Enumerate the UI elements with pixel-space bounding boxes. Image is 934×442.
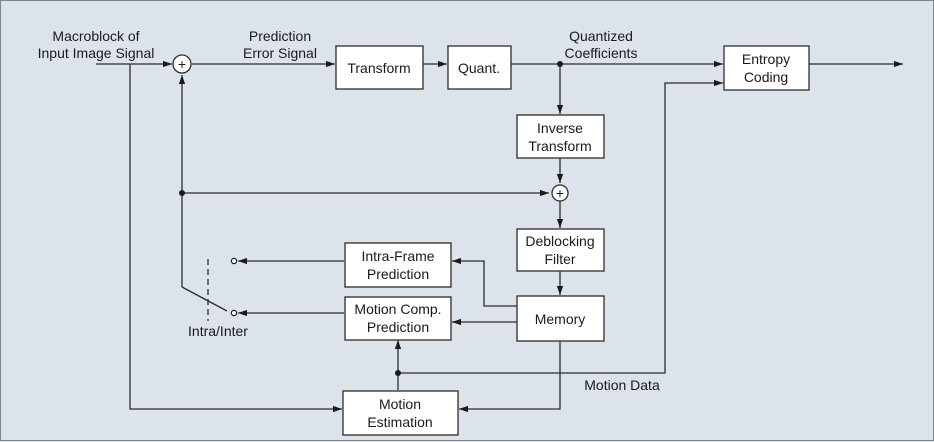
block-entropy-label-2: Coding xyxy=(744,69,788,85)
quantized-coefficients-label-1: Quantized xyxy=(569,28,633,44)
summer-top: + xyxy=(172,54,192,74)
block-quant: Quant. xyxy=(447,45,512,90)
wire-memory-to-intra xyxy=(452,257,517,307)
summer-top-plus: + xyxy=(178,56,186,72)
block-intra-frame-prediction: Intra-Frame Prediction xyxy=(344,242,452,288)
intra-inter-label: Intra/Inter xyxy=(188,323,248,339)
block-inverse-label-2: Transform xyxy=(528,138,591,154)
block-motion-estimation: Motion Estimation xyxy=(342,390,459,436)
motion-data-label: Motion Data xyxy=(584,377,660,393)
wire-motion-data xyxy=(398,79,723,374)
block-entropy-coding: Entropy Coding xyxy=(723,45,810,91)
block-entropy-label-1: Entropy xyxy=(742,51,790,67)
block-intra-label-2: Prediction xyxy=(367,266,429,282)
block-transform: Transform xyxy=(335,45,424,90)
quantized-coefficients-label-2: Coefficients xyxy=(565,45,638,61)
block-memory: Memory xyxy=(516,295,605,342)
wire-memory-to-motionest xyxy=(459,341,561,413)
junction-dot-feedback xyxy=(179,190,185,196)
block-motionest-label-1: Motion xyxy=(379,396,421,412)
block-deblocking-filter: Deblocking Filter xyxy=(516,228,605,272)
junction-dot-motion-data xyxy=(395,370,401,376)
summer-bottom-plus: + xyxy=(556,185,564,201)
block-inverse-transform: Inverse Transform xyxy=(516,114,605,159)
connections xyxy=(96,60,903,413)
prediction-error-label-1: Prediction xyxy=(249,28,311,44)
input-signal-label-1: Macroblock of xyxy=(52,28,139,44)
block-motionest-label-2: Estimation xyxy=(367,414,432,430)
block-transform-label: Transform xyxy=(347,60,410,76)
switch-contact-intra xyxy=(230,257,238,265)
block-memory-label: Memory xyxy=(535,311,586,327)
input-signal-label-2: Input Image Signal xyxy=(38,45,155,61)
block-deblock-label-2: Filter xyxy=(544,251,575,267)
junction-dots xyxy=(179,61,563,376)
prediction-error-label-2: Error Signal xyxy=(243,45,317,61)
block-motioncomp-label-1: Motion Comp. xyxy=(354,301,441,317)
junction-dot-quant xyxy=(557,61,563,67)
switch-contact-inter xyxy=(230,309,238,317)
wire-input-to-motionest xyxy=(129,64,342,413)
block-motioncomp-label-2: Prediction xyxy=(367,319,429,335)
summer-bottom: + xyxy=(551,184,569,202)
block-intra-label-1: Intra-Frame xyxy=(361,248,434,264)
block-deblock-label-1: Deblocking xyxy=(525,233,594,249)
block-inverse-label-1: Inverse xyxy=(537,120,583,136)
switch-arm xyxy=(181,286,228,312)
block-quant-label: Quant. xyxy=(458,60,500,76)
block-motion-comp-prediction: Motion Comp. Prediction xyxy=(344,296,452,341)
